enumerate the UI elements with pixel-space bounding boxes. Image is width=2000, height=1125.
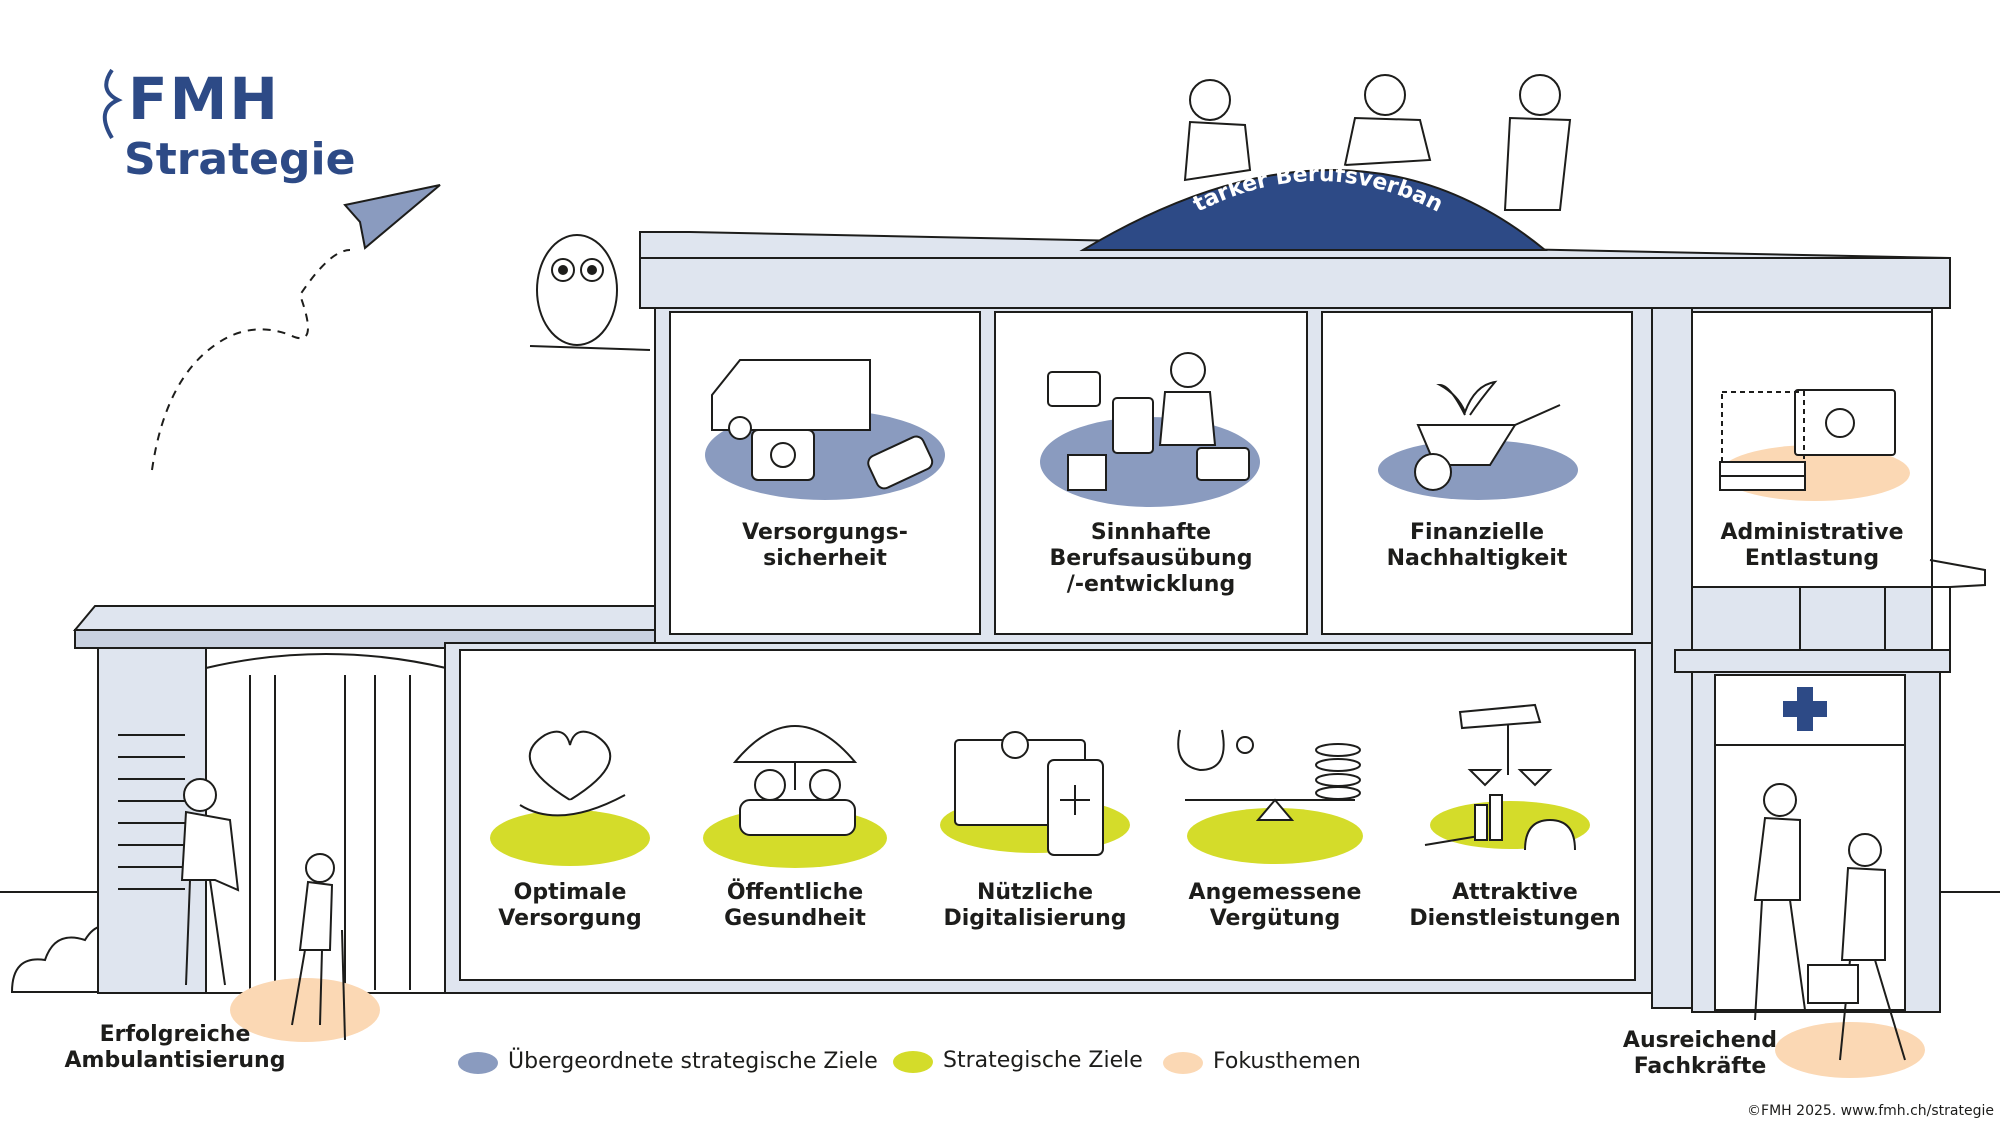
strategic-goal-label-3: Nützliche Digitalisierung [943, 880, 1127, 931]
focus-topic-label-1: Erfolgreiche Ambulantisierung [64, 1022, 286, 1073]
legend-label-upper: Übergeordnete strategische Ziele [508, 1049, 878, 1074]
legend-swatch-strategic [893, 1051, 933, 1073]
stethoscope-scale-icon [1177, 729, 1361, 821]
main-roof [639, 257, 1951, 309]
upper-goal-label-3: Finanzielle Nachhaltigkeit [1386, 520, 1568, 571]
walking-people-left-icon [180, 778, 346, 1041]
strategic-goal-label-5: Attraktive Dienstleistungen [1409, 880, 1621, 931]
legend-label-focus: Fokusthemen [1213, 1049, 1361, 1074]
roof-banner: Starker Berufsverband [1083, 150, 1447, 217]
strategic-goal-label-4: Angemessene Vergütung [1188, 880, 1362, 931]
upper-goal-icons [705, 352, 1910, 507]
roof-banner-text: Starker Berufsverband [1083, 150, 1447, 217]
focus-blob-left [230, 978, 380, 1042]
service-scale-headset-icon [1424, 703, 1576, 851]
wheelbarrow-plant-icon [1414, 380, 1561, 491]
legend-swatch-focus [1163, 1052, 1203, 1074]
ambulance-icon [711, 359, 934, 490]
legend-swatch-upper [458, 1052, 498, 1074]
people-on-roof-icon [1183, 74, 1572, 211]
staff-of-asclepius-icon [102, 68, 123, 140]
left-roof [72, 605, 656, 631]
vent-lines-icon [118, 734, 185, 890]
doctor-monitor-icon [1047, 352, 1250, 491]
upper-goal-label-1: Versorgungs- sicherheit [742, 520, 908, 571]
upper-goal-label-2: Sinnhafte Berufsausübung /-entwicklung [1049, 520, 1253, 597]
heart-hand-icon [519, 730, 626, 817]
svg-text:Starker Berufsverband: Starker Berufsverband [1083, 150, 1447, 217]
focus-topic-label-2: Ausreichend Fachkräfte [1622, 1028, 1778, 1079]
walking-people-right-icon [1753, 783, 1906, 1061]
paper-plane-icon [343, 184, 441, 250]
roof-banner-shape [1079, 169, 1548, 251]
flight-path [151, 249, 351, 471]
strategic-goal-label-2: Öffentliche Gesundheit [724, 880, 866, 931]
brand-name: FMH [128, 65, 280, 133]
strategic-goal-label-1: Optimale Versorgung [498, 880, 642, 931]
copyright-text: ©FMH 2025. www.fmh.ch/strategie [1747, 1103, 1994, 1119]
strategic-goal-icons [490, 703, 1590, 868]
medical-cross-icon [1783, 687, 1827, 731]
focus-blob-right [1775, 1022, 1925, 1078]
laptop-documents-icon [1719, 389, 1896, 491]
brand-subtitle: Strategie [124, 134, 356, 185]
umbrella-people-icon [732, 725, 858, 836]
telemedicine-tablet-icon [954, 731, 1104, 856]
legend-label-strategic: Strategische Ziele [943, 1048, 1143, 1073]
owl-icon [529, 234, 651, 351]
upper-goal-label-4: Administrative Entlastung [1720, 520, 1904, 571]
